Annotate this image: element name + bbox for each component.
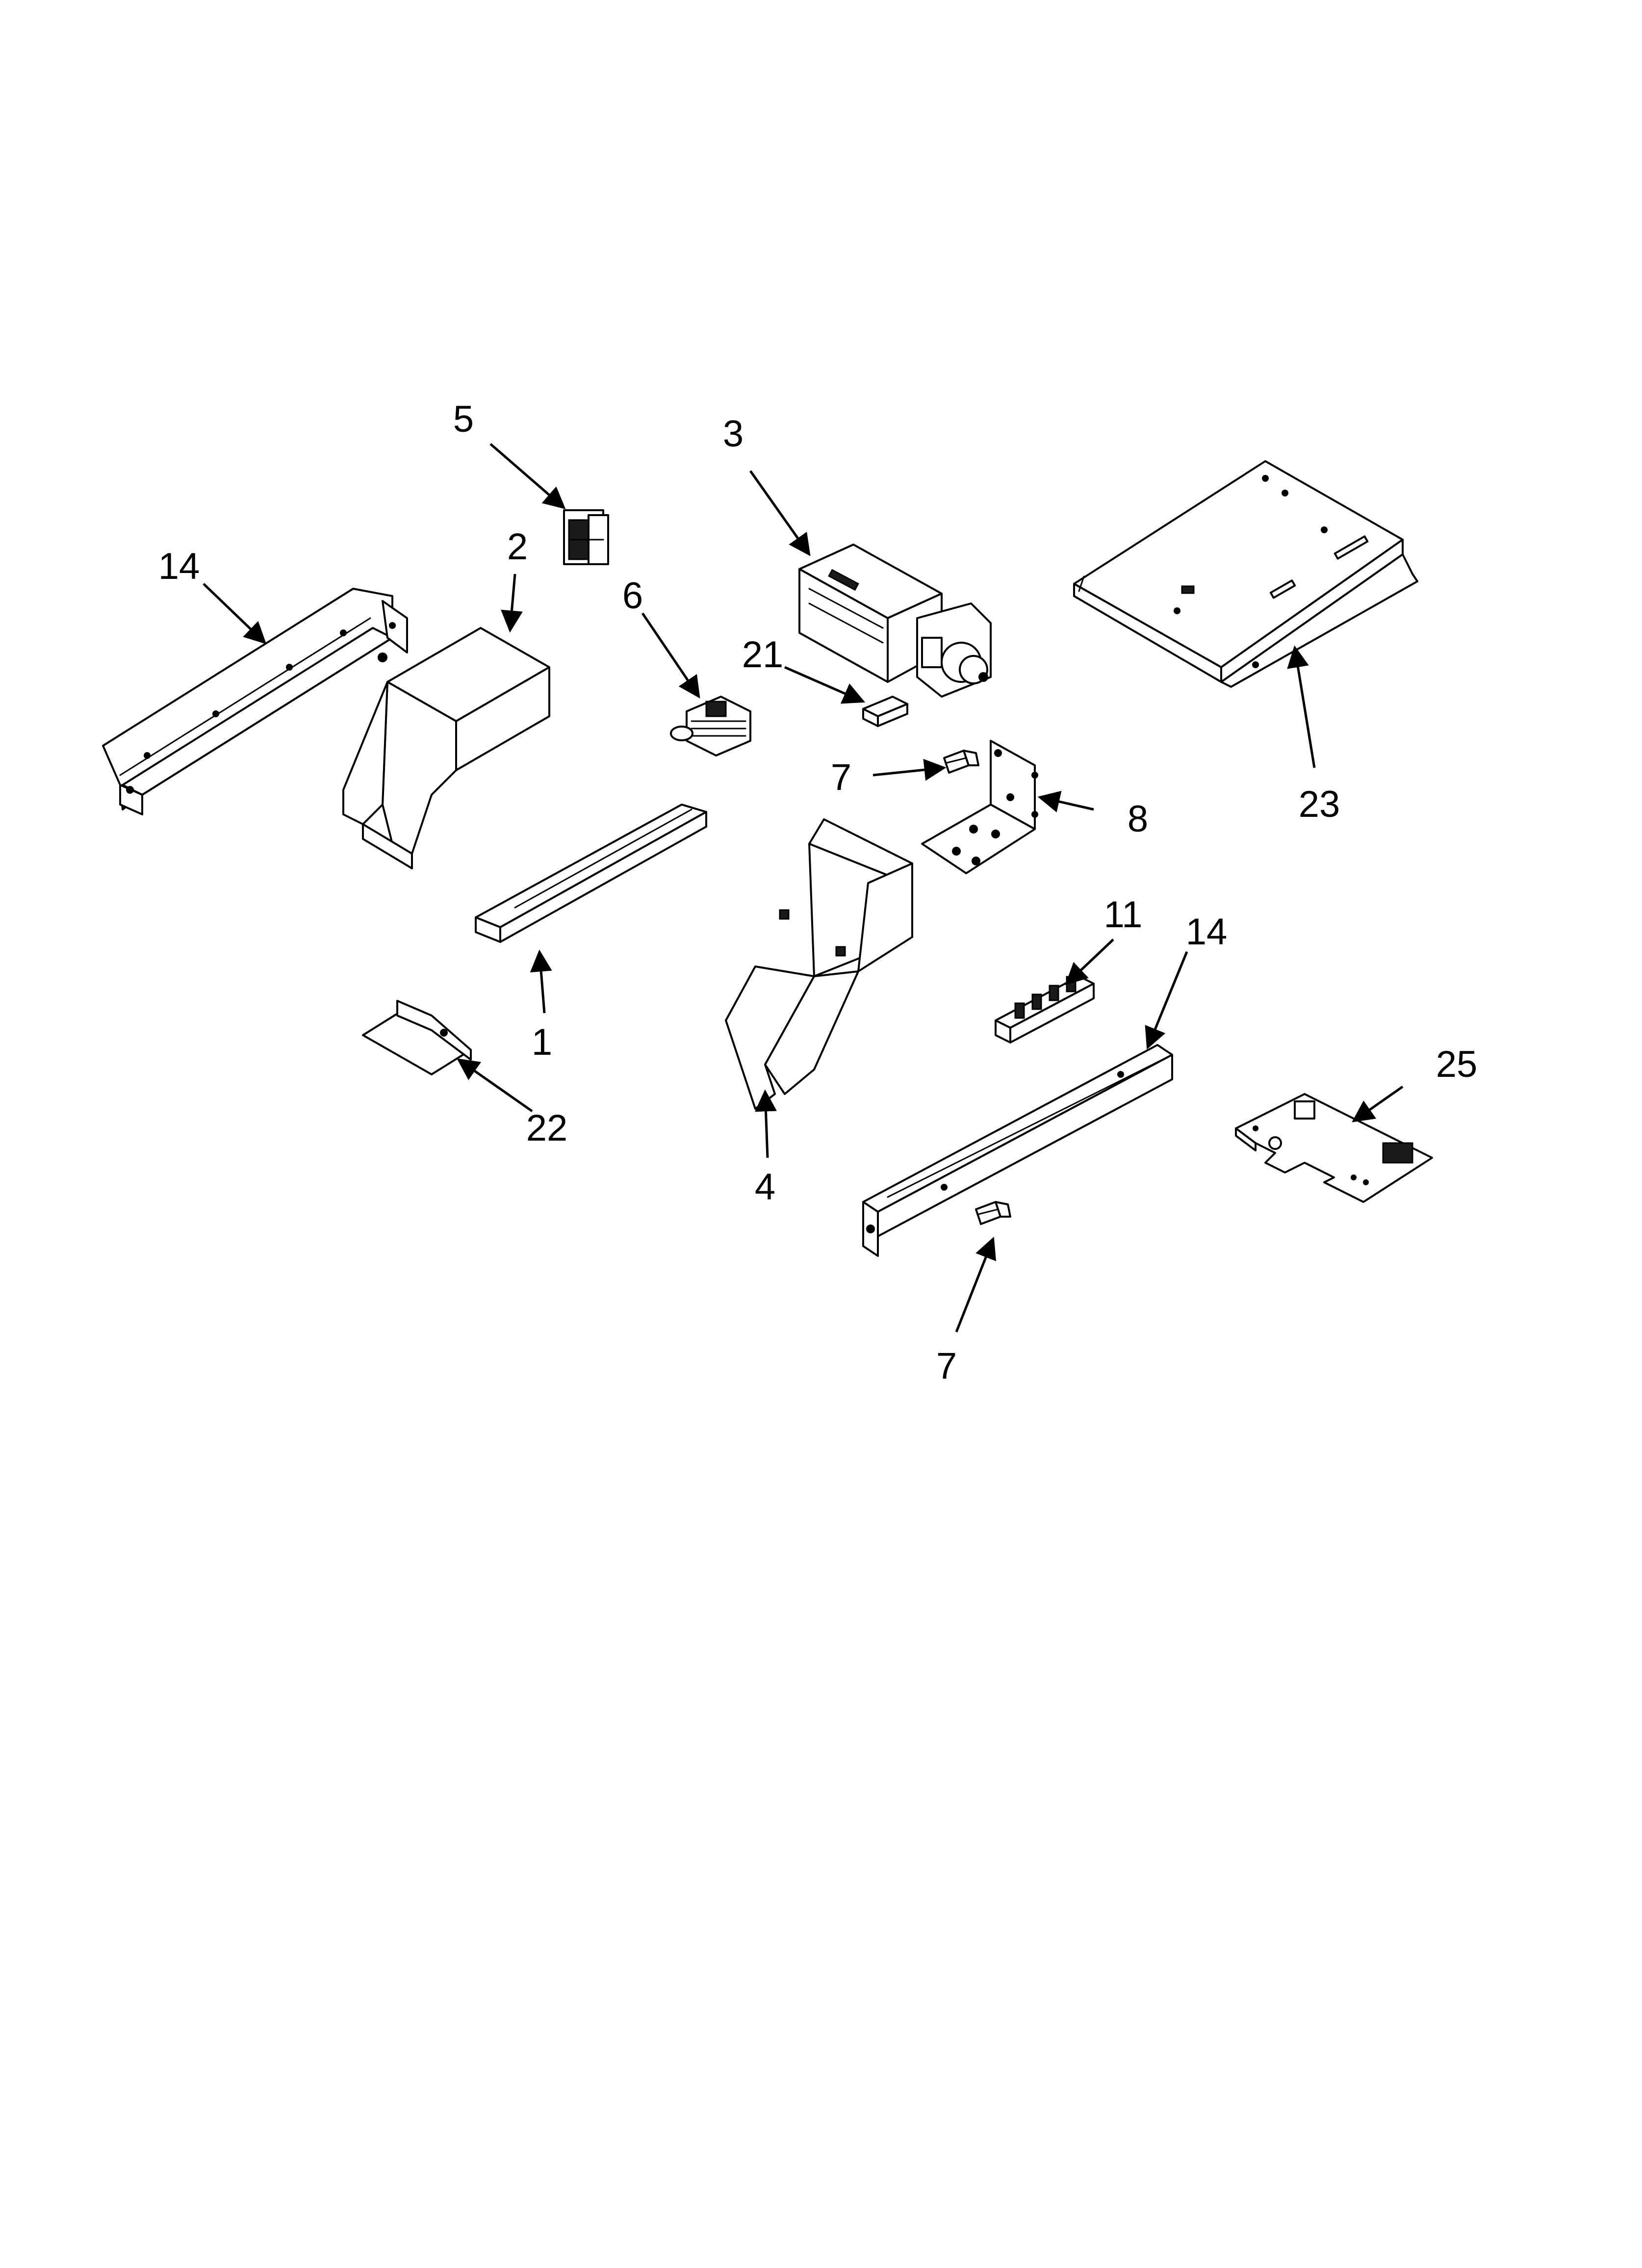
leader-lines — [203, 443, 1404, 1332]
part-14-right-rail — [862, 1044, 1173, 1257]
callout-4: 4 — [755, 1166, 775, 1208]
leader-21 — [784, 666, 866, 704]
part-14-left-rail — [102, 588, 408, 815]
leader-4 — [755, 1089, 777, 1158]
part-21-clip — [862, 696, 908, 727]
callout-22: 22 — [526, 1107, 568, 1149]
callout-7-lower: 7 — [936, 1345, 957, 1387]
part-4-shield — [725, 818, 913, 1110]
part-8-bracket — [921, 740, 1038, 874]
leader-23 — [1287, 645, 1316, 768]
callout-2: 2 — [507, 526, 528, 568]
callout-3: 3 — [723, 413, 744, 455]
callout-labels: 5 3 14 2 6 21 7 8 23 11 14 1 25 22 4 7 — [158, 398, 1478, 1387]
part-2-duct — [342, 627, 550, 869]
part-22-bracket — [362, 1000, 472, 1075]
part-25-control-plate — [1235, 1093, 1433, 1203]
part-6-transformer — [670, 696, 751, 756]
callout-1: 1 — [532, 1021, 552, 1063]
callout-11: 11 — [1104, 894, 1143, 936]
callout-23: 23 — [1299, 783, 1340, 825]
leader-8 — [1037, 791, 1094, 812]
leader-7-upper — [872, 758, 947, 781]
leader-22 — [457, 1058, 533, 1113]
leader-3 — [749, 470, 811, 556]
leader-2 — [501, 574, 523, 633]
callout-6: 6 — [622, 575, 643, 617]
part-11-terminal-block — [995, 975, 1095, 1043]
leader-11 — [1065, 938, 1114, 986]
leader-5 — [489, 443, 566, 509]
leader-14-right — [1145, 951, 1188, 1050]
leader-1 — [530, 949, 552, 1014]
callout-21: 21 — [742, 634, 784, 676]
callout-25: 25 — [1436, 1043, 1478, 1085]
part-1-channel — [475, 804, 707, 943]
part-3-actuator — [798, 544, 992, 698]
part-7-screw-upper — [943, 750, 979, 774]
part-23-plate — [1073, 460, 1418, 688]
leader-25 — [1352, 1085, 1404, 1122]
callout-7-upper: 7 — [831, 756, 851, 798]
callout-5: 5 — [453, 398, 474, 440]
part-5-switch — [563, 509, 609, 565]
callout-8: 8 — [1128, 798, 1148, 840]
part-7-screw-lower — [975, 1201, 1011, 1225]
callout-14-left: 14 — [158, 546, 200, 587]
leader-14-left — [203, 583, 267, 645]
callout-14-right: 14 — [1186, 911, 1228, 953]
leader-6 — [641, 612, 700, 699]
leader-7-lower — [955, 1236, 997, 1332]
